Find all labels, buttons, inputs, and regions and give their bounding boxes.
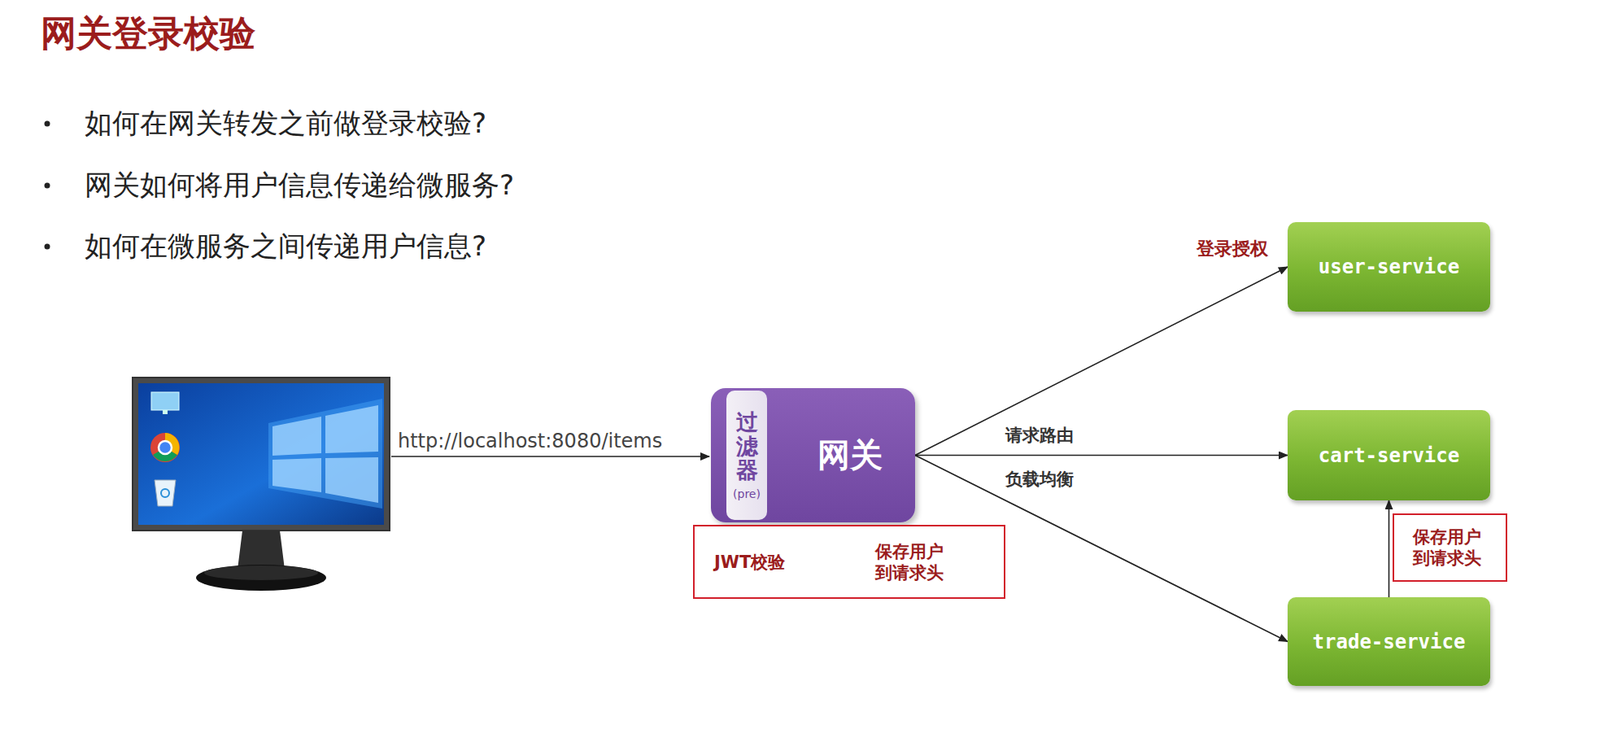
node-text: 保存用户 到请求头 [875, 540, 949, 584]
node-text: (pre) [732, 487, 761, 501]
node-text: JWT校验 [714, 550, 785, 574]
connector-arrow [915, 266, 1288, 456]
bullet-dot [44, 183, 51, 189]
text-label: 网关如何将用户信息传递给微服务? [84, 166, 515, 205]
text-label: http://localhost:8080/items [397, 429, 663, 453]
connector-arrow [1388, 500, 1391, 598]
text-label: 登录授权 [1196, 236, 1269, 262]
service-box: cart-service [1287, 409, 1491, 501]
text-label: 如何在网关转发之前做登录校验? [84, 104, 487, 143]
text-label: 如何在微服务之间传递用户信息? [84, 227, 487, 266]
filter-band: 过滤器 (pre) [726, 390, 768, 520]
monitor-illustration [132, 377, 390, 591]
request-arrow [391, 455, 710, 458]
text-label: 请求路由 [1005, 423, 1074, 447]
note-box: 保存用户 到请求头 [1392, 513, 1508, 582]
bullet-dot [44, 121, 51, 127]
service-box: trade-service [1287, 597, 1491, 686]
note-box: JWT校验 保存用户 到请求头 [693, 524, 1006, 599]
node-text: 保存用户 到请求头 [1412, 526, 1487, 570]
text-label: 负载均衡 [1005, 467, 1074, 491]
service-box: user-service [1287, 222, 1491, 312]
bullet-dot [44, 244, 51, 250]
gateway-box: 过滤器 (pre) 网关 [710, 388, 916, 523]
node-text: 过滤器 [736, 409, 759, 483]
connector-arrow [915, 454, 1288, 457]
node-text: trade-service [1312, 630, 1466, 654]
page-title: 网关登录校验 [40, 9, 256, 58]
node-text: 网关 [817, 432, 883, 478]
node-text: cart-service [1318, 444, 1460, 467]
node-text: user-service [1318, 255, 1460, 279]
